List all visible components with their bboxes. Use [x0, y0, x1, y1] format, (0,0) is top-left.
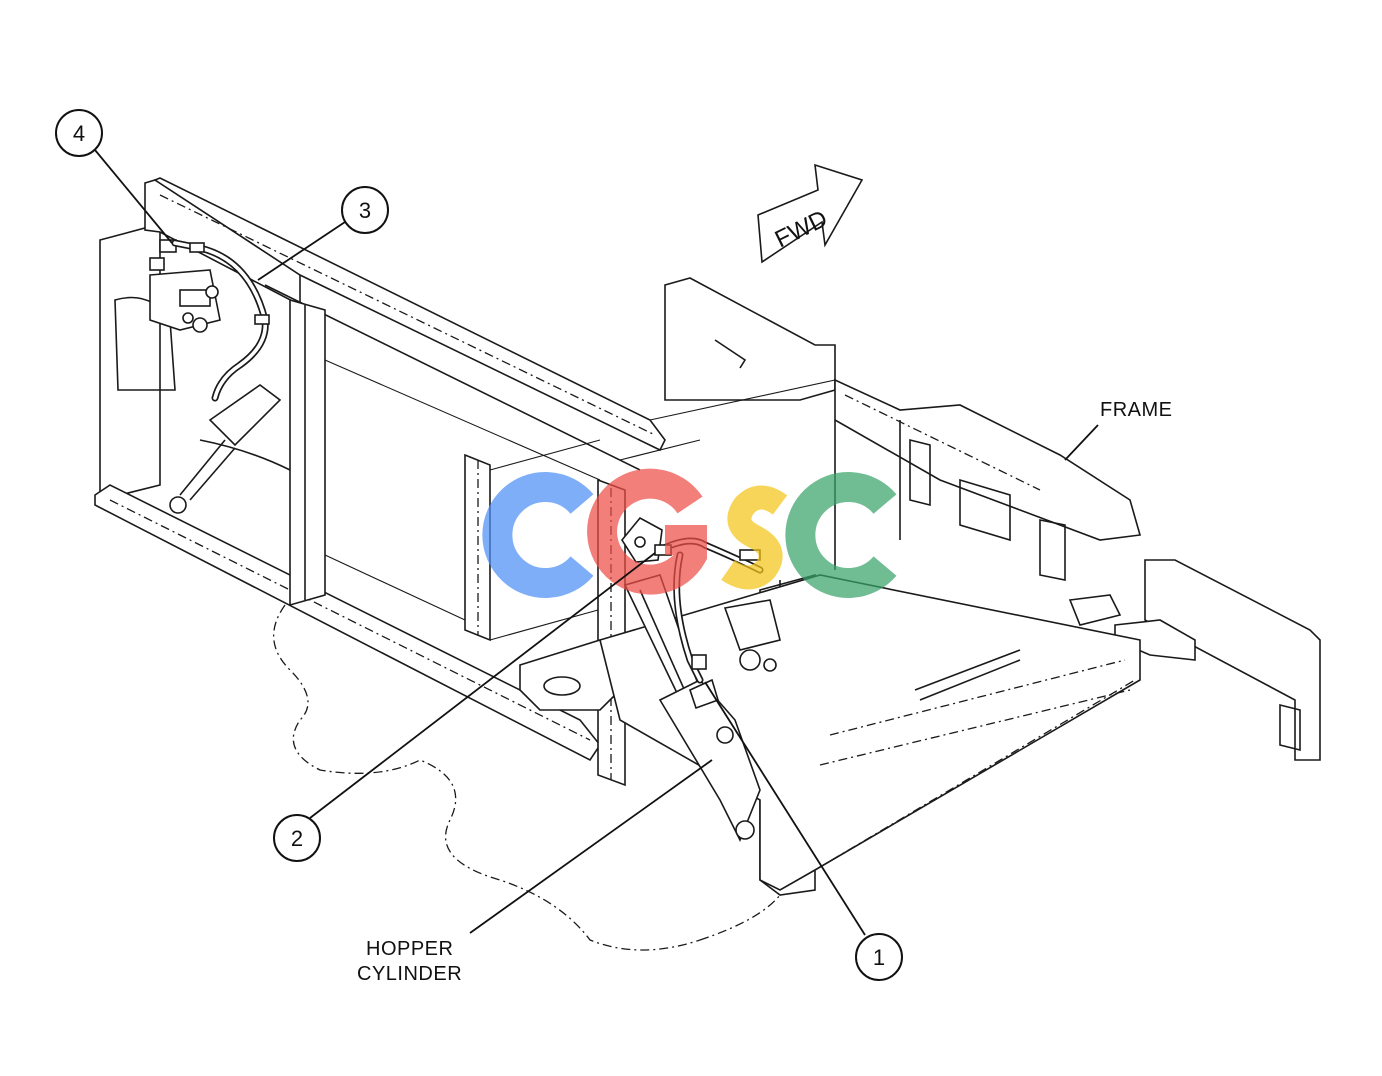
callout-3: 3	[341, 186, 389, 234]
svg-text:1: 1	[873, 945, 885, 970]
hose-item-2	[621, 516, 672, 563]
valve-bracket	[723, 599, 781, 672]
svg-text:4: 4	[73, 121, 85, 146]
leader-lines	[94, 149, 1099, 936]
svg-text:2: 2	[291, 826, 303, 851]
left-cylinder	[169, 384, 291, 514]
callout-1: 1	[855, 933, 903, 981]
valve-assembly	[149, 239, 221, 333]
watermark-letter-c	[482, 472, 594, 598]
watermark-letter-g	[587, 468, 707, 595]
callout-2: 2	[273, 814, 321, 862]
hose-item-3	[171, 239, 270, 402]
watermark-letter-s	[721, 485, 788, 590]
callout-4: 4	[55, 109, 103, 157]
frame-label: FRAME	[1100, 399, 1173, 421]
forward-arrow: FWD	[757, 163, 864, 264]
watermark-letter-c	[785, 472, 897, 598]
hopper-cylinder-label-line2: CYLINDER	[357, 963, 462, 985]
svg-text:3: 3	[359, 198, 371, 223]
watermark	[482, 468, 897, 598]
hopper-cylinder-label-line1: HOPPER	[366, 938, 453, 960]
